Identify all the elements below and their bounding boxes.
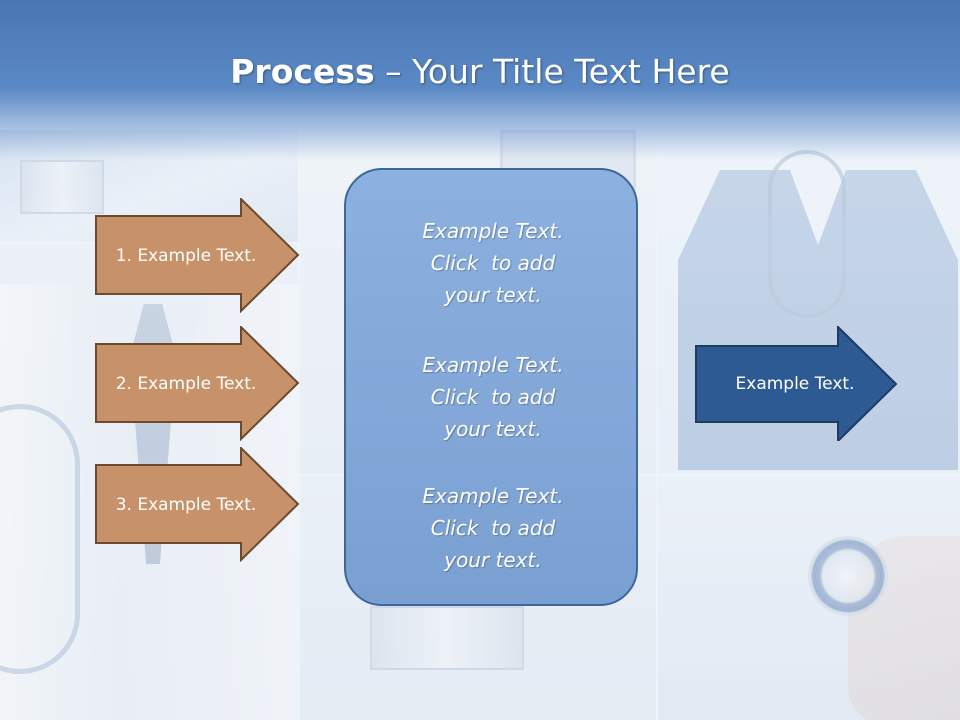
photo-panel-scrubs — [658, 130, 960, 474]
arrow-right-shape — [95, 447, 300, 562]
xray-film-shape — [370, 606, 524, 670]
arrow-step-1[interactable]: 1. Example Text. — [95, 198, 300, 313]
center-text-line: your text. — [444, 548, 542, 572]
center-text-line: Click to add — [430, 251, 556, 275]
center-text-line: your text. — [444, 417, 542, 441]
stethoscope-bell-shape — [808, 536, 888, 616]
arrow-result[interactable]: Example Text. — [695, 326, 900, 441]
arrow-step-3-label: 3. Example Text. — [115, 494, 257, 515]
center-text-line: Click to add — [430, 385, 556, 409]
photo-panel-stethoscope — [658, 476, 960, 720]
arrow-result-label: Example Text. — [735, 373, 855, 394]
center-text-line: Click to add — [430, 516, 556, 540]
arrow-right-shape — [95, 198, 300, 313]
arrow-right-shape — [95, 326, 300, 441]
center-text-block-3[interactable]: Example Text. Click to add your text. — [346, 480, 640, 576]
arrow-right-shape — [695, 326, 898, 441]
arrow-step-1-label: 1. Example Text. — [115, 245, 257, 266]
slide-title[interactable]: Process – Your Title Text Here — [0, 52, 960, 91]
arrow-step-2-label: 2. Example Text. — [115, 373, 257, 394]
center-text-line: Example Text. — [422, 353, 564, 377]
clipboard-shape — [20, 160, 104, 214]
center-text-line: Example Text. — [422, 484, 564, 508]
center-text-block-1[interactable]: Example Text. Click to add your text. — [346, 215, 640, 311]
title-banner — [0, 0, 960, 160]
slide-title-bold: Process — [230, 52, 375, 91]
slide-title-rest: – Your Title Text Here — [374, 52, 730, 91]
arrow-step-3[interactable]: 3. Example Text. — [95, 447, 300, 562]
arrow-step-2[interactable]: 2. Example Text. — [95, 326, 300, 441]
center-text-block-2[interactable]: Example Text. Click to add your text. — [346, 349, 640, 445]
process-center-box[interactable]: Example Text. Click to add your text. Ex… — [344, 168, 638, 606]
center-text-line: your text. — [444, 283, 542, 307]
center-text-line: Example Text. — [422, 219, 564, 243]
